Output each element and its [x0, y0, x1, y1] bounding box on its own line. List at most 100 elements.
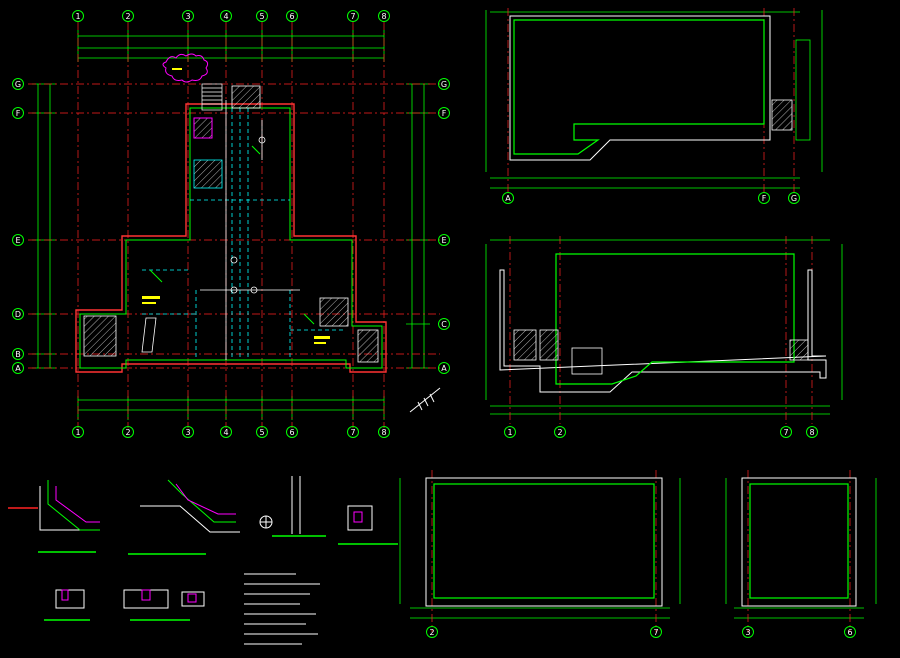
axis-bubble-bottom-1-label: 1	[75, 428, 80, 437]
axis-bubble-bottom-4: 4	[220, 426, 232, 438]
axis-bubble-left-F-label: F	[16, 109, 21, 118]
axis-bubble-top-2-label: 2	[125, 12, 130, 21]
plan-view	[28, 22, 441, 428]
plan-internal-dashes	[142, 108, 346, 360]
axis-bubble-bottom-8-label: 8	[381, 428, 386, 437]
section-3-view	[399, 470, 681, 632]
section-1-view	[485, 8, 823, 196]
section-4-view	[725, 470, 877, 632]
axis-bubble-right-F: F	[438, 107, 450, 119]
detail-5	[44, 589, 90, 621]
section-4-axis-6: 6	[844, 626, 856, 638]
section-2-axis-7-label: 7	[783, 428, 788, 437]
plan-axis-lines	[28, 22, 440, 428]
section-2-axis-1: 1	[504, 426, 516, 438]
plan-outer-wall	[75, 103, 387, 373]
section-2-axis-8-label: 8	[809, 428, 814, 437]
axis-bubble-top-7-label: 7	[350, 12, 355, 21]
axis-bubble-right-E: E	[438, 234, 450, 246]
section-2-axis-2-label: 2	[557, 428, 562, 437]
section-4-axis-6-label: 6	[847, 628, 852, 637]
axis-bubble-right-F-label: F	[442, 109, 447, 118]
section-2-axis-7: 7	[780, 426, 792, 438]
detail-drawings	[8, 476, 398, 645]
section-1-axis-A-label: A	[505, 194, 511, 203]
detail-4	[338, 505, 398, 545]
detail-2	[128, 479, 240, 555]
axis-bubble-bottom-2: 2	[122, 426, 134, 438]
axis-bubble-right-G: G	[438, 78, 450, 90]
plan-pit-5	[319, 297, 349, 327]
detail-1	[8, 480, 100, 553]
axis-bubble-top-8: 8	[378, 10, 390, 22]
section-3-axis-2-label: 2	[429, 628, 434, 637]
plan-inner-wall	[79, 107, 383, 369]
axis-bubble-bottom-8: 8	[378, 426, 390, 438]
axis-bubble-left-G-label: G	[15, 80, 21, 89]
section-4-axis-3-label: 3	[745, 628, 750, 637]
section-3-axis-7-label: 7	[653, 628, 658, 637]
section-1-axis-F: F	[758, 192, 770, 204]
detail-6	[123, 589, 205, 621]
axis-bubble-bottom-5: 5	[256, 426, 268, 438]
plan-pit-2	[193, 117, 213, 139]
axis-bubble-bottom-6: 6	[286, 426, 298, 438]
section-1-axis-F-label: F	[762, 194, 767, 203]
axis-bubble-bottom-7: 7	[347, 426, 359, 438]
plan-top-dimensions	[77, 30, 385, 62]
axis-bubble-left-E: E	[12, 234, 24, 246]
axis-bubble-bottom-4-label: 4	[223, 428, 228, 437]
axis-bubble-top-4: 4	[220, 10, 232, 22]
section-4-outer	[741, 477, 857, 607]
plan-walls	[75, 103, 387, 373]
axis-bubble-left-D-label: D	[15, 310, 21, 319]
axis-bubble-right-C-label: C	[441, 320, 447, 329]
section-2-axis-8: 8	[806, 426, 818, 438]
axis-bubble-top-6: 6	[286, 10, 298, 22]
axis-bubble-top-3-label: 3	[185, 12, 190, 21]
section-4-inner	[749, 483, 849, 599]
section-1-outline	[509, 15, 771, 161]
plan-bottom-dimensions	[77, 396, 385, 420]
section-1-axis-A: A	[502, 192, 514, 204]
axis-bubble-right-E-label: E	[441, 236, 446, 245]
plan-pit-7	[141, 317, 157, 353]
section-3-axis-2: 2	[426, 626, 438, 638]
plan-pit-6	[357, 329, 379, 363]
axis-bubble-right-A: A	[438, 362, 450, 374]
section-2-axis-2: 2	[554, 426, 566, 438]
axis-bubble-bottom-7-label: 7	[350, 428, 355, 437]
axis-bubble-top-1: 1	[72, 10, 84, 22]
axis-bubble-left-B: B	[12, 348, 24, 360]
plan-pit-4	[83, 315, 117, 357]
axis-bubble-bottom-5-label: 5	[259, 428, 264, 437]
detail-3	[259, 476, 326, 537]
section-1-dimensions	[485, 10, 823, 189]
plan-pits	[83, 85, 379, 363]
axis-bubble-top-4-label: 4	[223, 12, 228, 21]
revision-cloud	[162, 53, 209, 83]
plan-tags	[142, 68, 330, 344]
axis-bubble-top-3: 3	[182, 10, 194, 22]
axis-bubble-top-1-label: 1	[75, 12, 80, 21]
axis-bubble-top-2: 2	[122, 10, 134, 22]
axis-bubble-right-G-label: G	[441, 80, 447, 89]
axis-bubble-bottom-1: 1	[72, 426, 84, 438]
section-2-outline	[499, 269, 827, 393]
section-2-inner	[555, 253, 795, 385]
section-1-inner	[513, 19, 765, 155]
section-2-dimensions	[485, 239, 843, 415]
section-4-axis-3: 3	[742, 626, 754, 638]
axis-bubble-left-A-label: A	[15, 364, 21, 373]
axis-bubble-left-D: D	[12, 308, 24, 320]
axis-bubble-top-5-label: 5	[259, 12, 264, 21]
section-2-view	[485, 236, 843, 424]
axis-bubble-bottom-2-label: 2	[125, 428, 130, 437]
section-2-axis-1-label: 1	[507, 428, 512, 437]
axis-bubble-right-A-label: A	[441, 364, 447, 373]
axis-bubble-left-A: A	[12, 362, 24, 374]
axis-bubble-top-8-label: 8	[381, 12, 386, 21]
plan-pit-3	[193, 159, 223, 189]
